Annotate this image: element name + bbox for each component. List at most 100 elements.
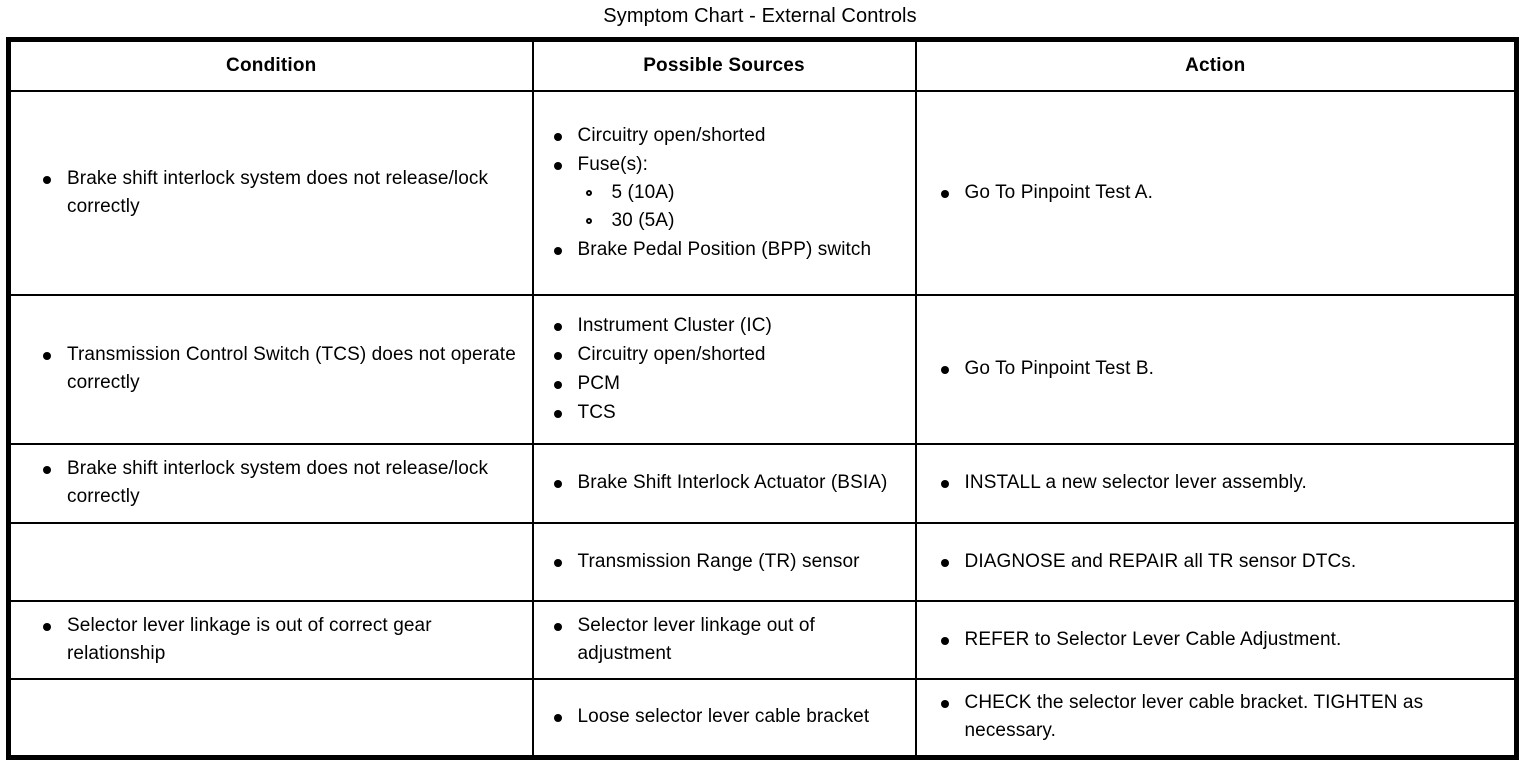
cell-action-content: Go To Pinpoint Test B. [917, 346, 1515, 393]
cell-condition: Transmission Control Switch (TCS) does n… [7, 294, 534, 445]
table-header: Condition Possible Sources Action [7, 38, 1518, 92]
list-item-label: TCS [577, 401, 616, 423]
bullet-list: Transmission Control Switch (TCS) does n… [37, 341, 522, 397]
list-item: PCM [548, 370, 905, 398]
bullet-list: DIAGNOSE and REPAIR all TR sensor DTCs. [935, 548, 1505, 576]
sub-list-item-label: 5 (10A) [611, 181, 675, 203]
list-item-label: Transmission Control Switch (TCS) does n… [67, 344, 516, 393]
cell-condition: Selector lever linkage is out of correct… [7, 600, 534, 680]
list-item: Brake Shift Interlock Actuator (BSIA) [548, 469, 905, 497]
cell-condition-content [11, 709, 532, 727]
bullet-icon [553, 558, 562, 567]
list-item-label: Selector lever linkage is out of correct… [67, 614, 432, 664]
list-item-label: Brake Shift Interlock Actuator (BSIA) [577, 472, 888, 493]
list-item-label: Circuitry open/shorted [577, 343, 766, 365]
bullet-list: CHECK the selector lever cable bracket. … [935, 689, 1505, 745]
bullet-list: Selector lever linkage out of adjustment [548, 612, 905, 668]
cell-action-content: Go To Pinpoint Test A. [917, 170, 1515, 217]
list-item-label: Instrument Cluster (IC) [577, 314, 772, 336]
bullet-list: Instrument Cluster (IC) Circuitry open/sh… [548, 312, 905, 427]
bullet-list: Brake shift interlock system does not re… [37, 165, 522, 221]
cell-possible-sources: Selector lever linkage out of adjustment [531, 600, 917, 680]
cell-action-content: CHECK the selector lever cable bracket. … [917, 680, 1515, 755]
cell-sources-content: Selector lever linkage out of adjustment [534, 603, 915, 678]
list-item-label: CHECK the selector lever cable bracket. … [964, 692, 1424, 741]
list-item: Circuitry open/shorted [548, 341, 905, 369]
bullet-icon [553, 322, 562, 331]
cell-action: REFER to Selector Lever Cable Adjustment… [914, 600, 1518, 680]
bullet-icon [940, 558, 949, 567]
list-item: Brake shift interlock system does not re… [37, 455, 522, 511]
bullet-icon [553, 132, 562, 141]
sub-list-item-label: 30 (5A) [611, 209, 675, 231]
list-item-label: Fuse(s): [577, 153, 648, 175]
cell-action: INSTALL a new selector lever assembly. [914, 443, 1518, 524]
cell-condition-content: Selector lever linkage is out of correct… [11, 603, 532, 678]
bullet-icon [940, 366, 949, 374]
bullet-icon [940, 700, 949, 708]
bullet-list: REFER to Selector Lever Cable Adjustment… [935, 626, 1505, 654]
list-item: Instrument Cluster (IC) [548, 312, 905, 340]
cell-condition-content [11, 553, 532, 571]
cell-condition-content: Brake shift interlock system does not re… [11, 446, 532, 521]
bullet-list: INSTALL a new selector lever assembly. [935, 469, 1505, 497]
cell-action: CHECK the selector lever cable bracket. … [914, 678, 1518, 759]
bullet-icon [43, 466, 51, 474]
list-item-label: Go To Pinpoint Test B. [964, 358, 1155, 379]
bullet-icon [43, 352, 51, 360]
cell-condition: Brake shift interlock system does not re… [7, 443, 534, 524]
table-body: Brake shift interlock system does not re… [7, 90, 1518, 759]
list-item-label: Brake shift interlock system does not re… [67, 167, 489, 217]
cell-possible-sources: Brake Shift Interlock Actuator (BSIA) [531, 443, 917, 524]
cell-action: DIAGNOSE and REPAIR all TR sensor DTCs. [914, 522, 1518, 602]
bullet-icon [553, 480, 562, 488]
cell-action-content: REFER to Selector Lever Cable Adjustment… [917, 617, 1515, 664]
cell-possible-sources: Instrument Cluster (IC) Circuitry open/sh… [531, 294, 917, 445]
column-header-possible-sources: Possible Sources [531, 38, 917, 92]
table-row: Transmission Control Switch (TCS) does n… [7, 294, 1518, 445]
cell-action-content: DIAGNOSE and REPAIR all TR sensor DTCs. [917, 539, 1515, 586]
list-item: Selector lever linkage out of adjustment [548, 612, 905, 668]
bullet-list: Go To Pinpoint Test A. [935, 179, 1505, 207]
list-item: Loose selector lever cable bracket [548, 703, 905, 731]
cell-sources-content: Transmission Range (TR) sensor [534, 539, 915, 586]
bullet-icon [43, 175, 51, 184]
bullet-list: Loose selector lever cable bracket [548, 703, 905, 731]
list-item-label: Brake shift interlock system does not re… [67, 458, 489, 507]
hollow-bullet-icon [585, 217, 592, 224]
sub-list-item: 30 (5A) [578, 207, 905, 235]
cell-sources-content: Instrument Cluster (IC) Circuitry open/sh… [534, 303, 915, 437]
bullet-icon [940, 189, 949, 198]
cell-possible-sources: Transmission Range (TR) sensor [531, 522, 917, 602]
list-item: INSTALL a new selector lever assembly. [935, 469, 1505, 497]
sub-bullet-list: 5 (10A) 30 (5A) [578, 179, 905, 235]
bullet-icon [553, 409, 562, 418]
list-item: Go To Pinpoint Test A. [935, 179, 1505, 207]
list-item: Fuse(s): 5 (10A) 30 (5A) [548, 151, 905, 235]
bullet-icon [940, 480, 949, 488]
list-item-label: REFER to Selector Lever Cable Adjustment… [964, 628, 1342, 650]
bullet-icon [553, 380, 562, 389]
cell-sources-content: Brake Shift Interlock Actuator (BSIA) [534, 460, 915, 507]
list-item-label: Circuitry open/shorted [577, 124, 766, 146]
list-item: Circuitry open/shorted [548, 122, 905, 150]
list-item-label: Transmission Range (TR) sensor [577, 550, 860, 572]
cell-condition-content: Brake shift interlock system does not re… [11, 156, 532, 231]
bullet-list: Go To Pinpoint Test B. [935, 355, 1505, 383]
page-title: Symptom Chart - External Controls [603, 5, 917, 27]
cell-condition [7, 678, 534, 759]
cell-sources-content: Loose selector lever cable bracket [534, 694, 915, 741]
hollow-bullet-icon [585, 189, 592, 196]
bullet-list: Transmission Range (TR) sensor [548, 548, 905, 576]
sub-list-item: 5 (10A) [578, 179, 905, 207]
list-item-label: Go To Pinpoint Test A. [964, 181, 1153, 203]
symptom-chart-table: Condition Possible Sources Action Brake … [6, 37, 1519, 760]
list-item-label: Selector lever linkage out of adjustment [577, 614, 815, 664]
list-item: Transmission Range (TR) sensor [548, 548, 905, 576]
bullet-icon [553, 161, 562, 170]
list-item: CHECK the selector lever cable bracket. … [935, 689, 1505, 745]
table-row: Loose selector lever cable bracket CHECK … [7, 678, 1518, 759]
